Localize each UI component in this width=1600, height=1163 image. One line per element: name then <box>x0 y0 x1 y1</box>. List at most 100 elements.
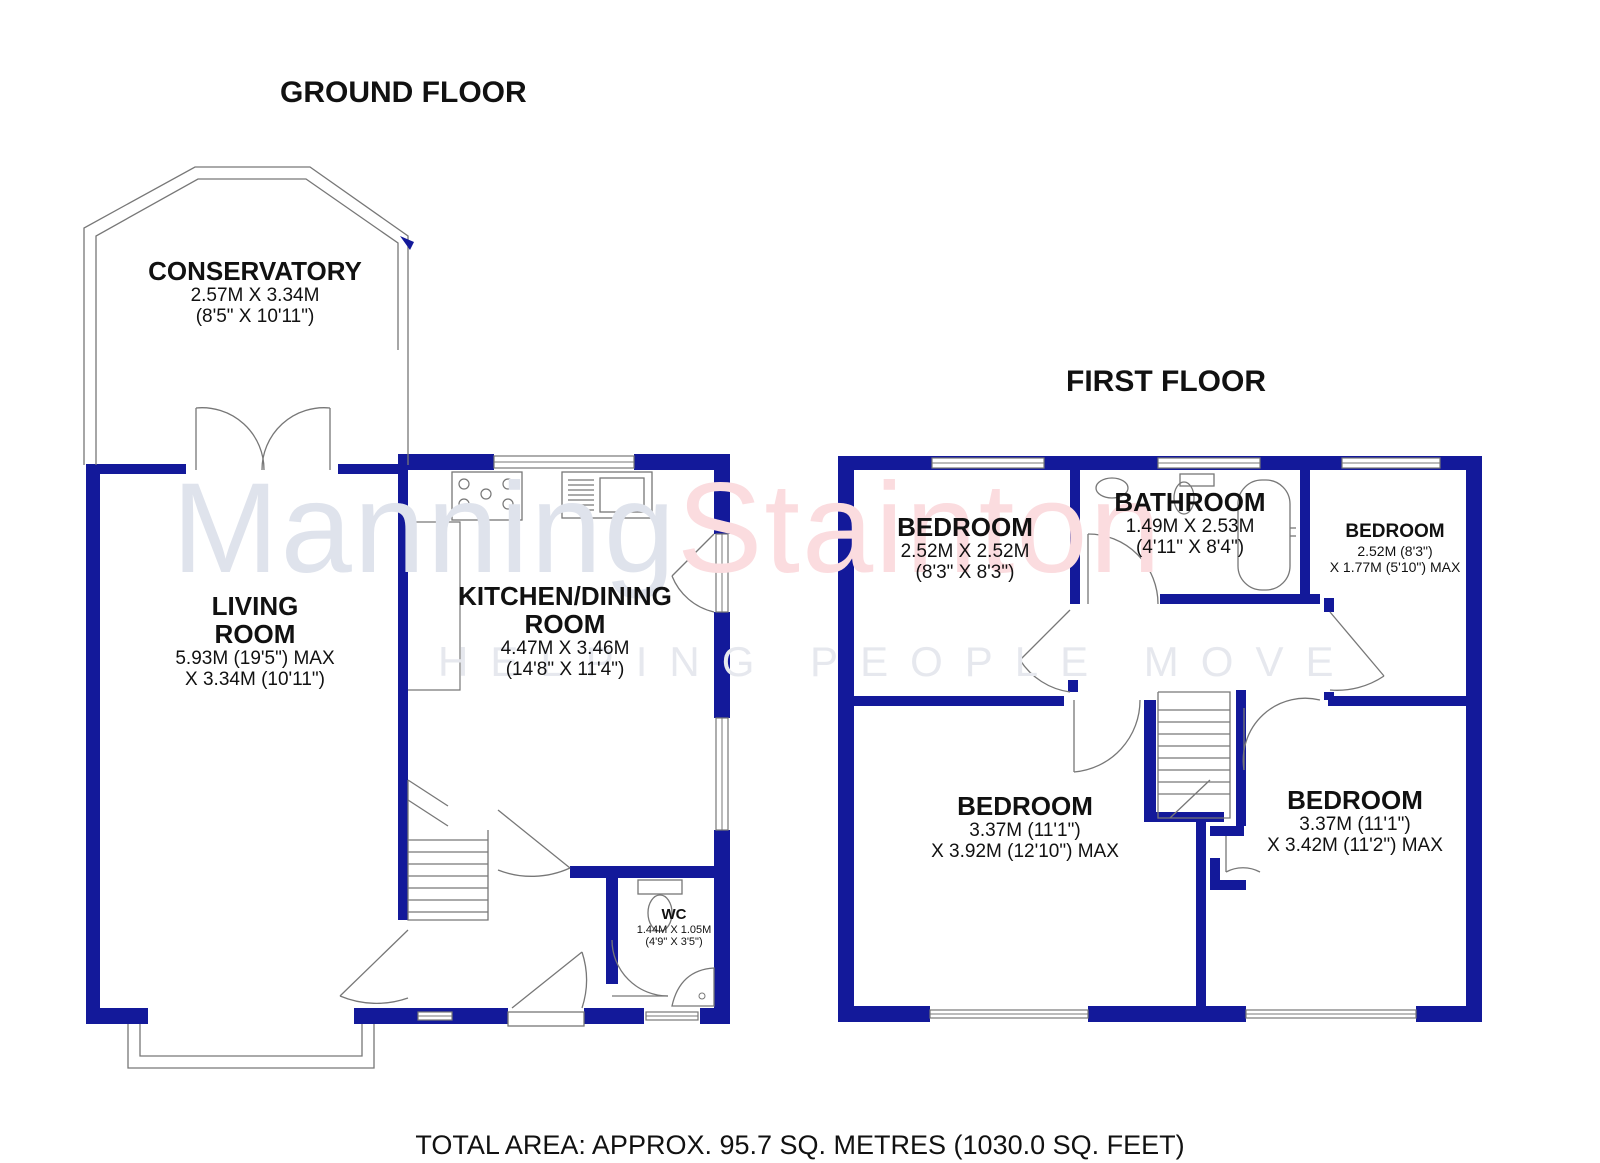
room-label-conservatory: CONSERVATORY 2.57M X 3.34M (8'5" X 10'11… <box>120 257 390 327</box>
room-dimensions: (8'5" X 10'11") <box>195 306 315 327</box>
room-dimensions: 4.47M X 3.46M <box>500 638 630 659</box>
room-label-living-room: LIVING ROOM 5.93M (19'5") MAX X 3.34M (1… <box>120 592 390 690</box>
wall-segment <box>1210 858 1220 890</box>
room-dimensions: X 3.42M (11'2") MAX <box>1267 835 1443 856</box>
sink-bowl <box>599 477 645 513</box>
wall-segment <box>1068 680 1078 692</box>
hob-burner <box>458 498 470 510</box>
wc-basin-tap <box>698 992 706 1000</box>
wall-segment <box>1210 826 1244 836</box>
door-swing-arc <box>1087 533 1159 605</box>
front-door-threshold <box>507 1011 585 1027</box>
room-name: BEDROOM <box>1287 785 1423 815</box>
room-label-bathroom: BATHROOM 1.49M X 2.53M (4'11" X 8'4") <box>1080 488 1300 558</box>
wall-segment <box>1088 1006 1246 1022</box>
room-dimensions: (4'11" X 8'4") <box>1135 537 1245 558</box>
stair-outline <box>1157 691 1231 819</box>
worktop <box>408 521 461 691</box>
conservatory-glazing-outer <box>83 166 409 465</box>
room-dimensions: 2.52M X 2.52M <box>900 541 1030 562</box>
room-dimensions: (8'3" X 8'3") <box>915 562 1015 583</box>
room-name: BEDROOM <box>897 512 1033 542</box>
room-label-bedroom-front-left: BEDROOM 2.52M X 2.52M (8'3" X 8'3") <box>860 513 1070 583</box>
wall-segment <box>1466 456 1482 1022</box>
hob-burner <box>480 488 492 500</box>
room-label-bedroom-rear-left: BEDROOM 3.37M (11'1") X 3.92M (12'10") M… <box>880 792 1170 862</box>
room-dimensions: 3.37M (11'1") <box>969 820 1081 841</box>
room-name: WC <box>661 906 687 923</box>
total-area: TOTAL AREA: APPROX. 95.7 SQ. METRES (103… <box>415 1130 1185 1160</box>
wall-segment <box>338 464 406 474</box>
door-leaf <box>339 929 409 997</box>
wall-segment <box>1300 470 1310 598</box>
wall-segment <box>838 456 854 1022</box>
wc-cistern <box>637 879 683 895</box>
wall-segment <box>714 454 730 534</box>
room-dimensions: X 1.77M (5'10") MAX <box>1329 559 1461 575</box>
door-swing-arc <box>671 575 715 613</box>
hob-burner <box>502 498 514 510</box>
room-dimensions: 3.37M (11'1") <box>1299 814 1411 835</box>
room-label-wc: WC 1.44M X 1.05M (4'9" X 3'5") <box>622 906 726 948</box>
stair-winder <box>407 799 449 827</box>
wall-segment <box>1324 692 1334 700</box>
wall-segment <box>86 464 100 1024</box>
bay-window-inner <box>139 1024 363 1057</box>
wall-segment <box>570 866 730 878</box>
wall-segment <box>1416 1006 1482 1022</box>
wall-segment <box>1236 690 1246 826</box>
wall-segment <box>1144 812 1224 822</box>
wall-segment <box>1196 822 1206 1006</box>
wall-segment <box>584 1008 644 1024</box>
door-swing-arc <box>497 867 571 877</box>
wall-segment <box>606 866 618 984</box>
wall-segment <box>1144 700 1156 820</box>
sink-unit <box>561 471 653 519</box>
stair-winder <box>407 779 449 807</box>
wall-segment <box>1160 594 1320 604</box>
room-name: ROOM <box>214 619 296 649</box>
room-dimensions: (14'8" X 11'4") <box>505 659 625 680</box>
hob-burner <box>458 478 470 490</box>
conservatory-glazing-inner <box>95 178 399 465</box>
room-name: LIVING <box>211 591 299 621</box>
stair-outline <box>407 780 489 921</box>
bath-panel <box>1179 473 1215 487</box>
room-name: BEDROOM <box>1345 521 1445 542</box>
wall-segment <box>714 612 730 718</box>
room-label-kitchen-dining: KITCHEN/DINING ROOM 4.47M X 3.46M (14'8"… <box>420 582 710 680</box>
room-dimensions: X 3.92M (12'10") MAX <box>931 841 1119 862</box>
door-swing-arc <box>581 951 588 1009</box>
door-swing-arc <box>339 995 409 1004</box>
wc-pan <box>647 894 673 932</box>
door-swing-arc <box>261 407 331 471</box>
room-dimensions: (4'9" X 3'5") <box>645 936 703 948</box>
door-swing-arc <box>1329 675 1385 691</box>
wall-segment <box>854 696 1064 706</box>
first-floor-title: FIRST FLOOR <box>1066 365 1266 398</box>
door-swing-arc <box>1225 867 1261 873</box>
door-leaf <box>671 533 715 577</box>
wall-segment <box>86 464 186 474</box>
hob-burner <box>502 478 514 490</box>
wall-segment <box>398 454 494 470</box>
door-leaf <box>497 809 571 869</box>
wall-segment <box>1328 696 1466 706</box>
wc-basin <box>671 967 715 1007</box>
room-name: BEDROOM <box>957 791 1093 821</box>
wall-segment <box>1324 598 1334 612</box>
wall-segment <box>1210 880 1246 890</box>
room-label-bedroom-small: BEDROOM 2.52M (8'3") X 1.77M (5'10") MAX <box>1312 521 1478 575</box>
room-name: ROOM <box>524 609 606 639</box>
room-name: KITCHEN/DINING <box>458 581 672 611</box>
room-dimensions: X 3.34M (10'11") <box>185 669 325 690</box>
wall-segment <box>354 1008 418 1024</box>
bath <box>1237 479 1291 591</box>
door-leaf <box>1329 611 1385 677</box>
wall-segment <box>714 830 730 1024</box>
door-swing-arc <box>611 939 669 997</box>
bathroom-basin <box>1095 477 1129 499</box>
wall-segment <box>634 454 730 470</box>
wall-segment <box>1070 470 1080 604</box>
door-leaf <box>511 951 583 1009</box>
